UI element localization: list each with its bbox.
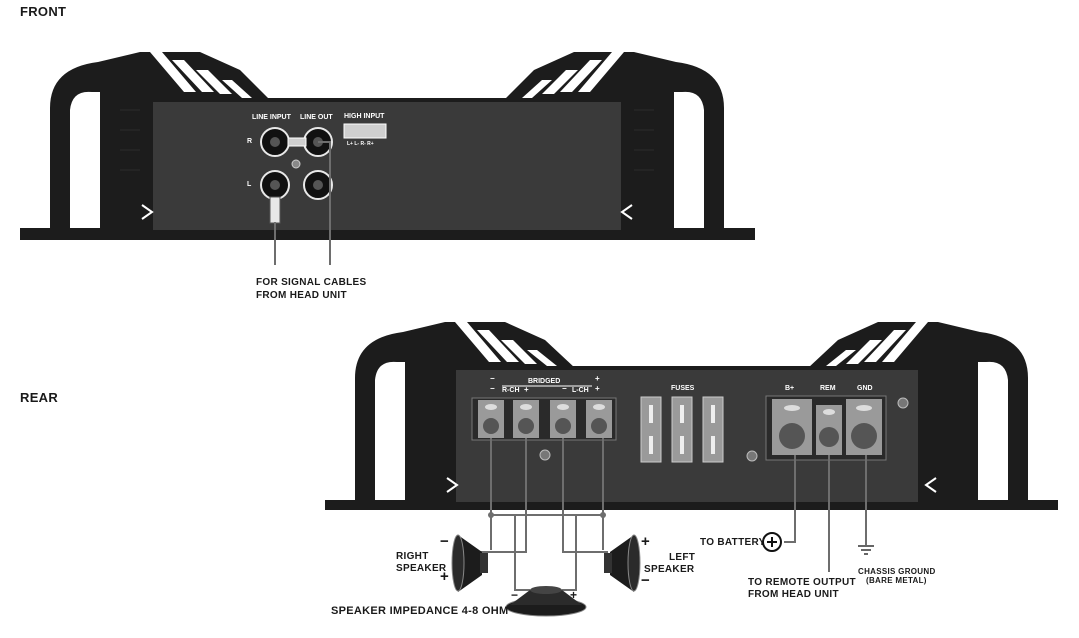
ground-symbol [858,545,874,555]
front-panel [153,102,621,230]
left-speaker-label-2: SPEAKER [644,564,695,575]
front-section-label: FRONT [20,4,67,19]
remote-output-line1: TO REMOTE OUTPUT [748,577,856,588]
remote-output-line2: FROM HEAD UNIT [748,589,839,600]
high-input-pins: L+ L- R- R+ [347,141,374,147]
right-speaker-label-1: RIGHT [396,551,429,562]
chassis-ground-line2: (BARE METAL) [866,576,927,585]
bridged-label: BRIDGED [528,378,561,385]
to-battery-label: TO BATTERY [700,537,766,548]
signal-cable-2 [318,141,331,265]
rch-label: R-CH [502,387,520,394]
rear-plus-2: + [524,385,529,394]
high-input-connector [343,123,387,139]
bridged-speaker-minus: − [511,588,519,602]
rca-line-out-l [303,170,333,200]
bridged-speaker-plus: + [570,588,578,602]
high-input-label: HIGH INPUT [344,113,385,120]
rear-minus-3: − [562,384,567,393]
left-speaker-plus: + [641,533,651,550]
battery-plus-icon [762,532,782,552]
signal-cables-line2: FROM HEAD UNIT [256,290,347,301]
line-out-label: LINE OUT [300,114,333,121]
lch-label: L-CH [572,387,589,394]
power-wiring [784,455,867,572]
speaker-terminal-lch-plus [586,400,612,438]
front-amplifier [20,52,755,265]
front-r-label: R [247,138,253,145]
left-speaker [604,534,641,592]
power-terminal-bplus [772,399,812,455]
rear-plus-3: + [595,384,600,393]
speaker-terminal-rch-minus [478,400,504,438]
chassis-ground-line1: CHASSIS GROUND [858,567,936,576]
right-speaker-minus: − [440,533,450,550]
rem-label: REM [820,385,836,392]
right-speaker-label-2: SPEAKER [396,563,447,574]
right-speaker-plus: + [440,568,450,585]
rear-minus-2: − [490,384,495,393]
bridged-speaker [505,586,587,617]
rear-section-label: REAR [20,390,59,405]
speaker-wiring [480,438,608,591]
rca-line-input-r [260,127,290,157]
signal-cables-line1: FOR SIGNAL CABLES [256,277,367,288]
power-terminal-rem [816,405,842,455]
left-speaker-minus: − [641,572,651,589]
rear-plus-1: + [595,374,600,383]
speaker-impedance-note: SPEAKER IMPEDANCE 4-8 OHM [331,605,509,617]
left-speaker-label-1: LEFT [669,552,696,563]
bplus-label: B+ [785,385,795,392]
front-l-label: L [247,181,252,188]
rear-amplifier [325,322,1058,510]
line-input-label: LINE INPUT [252,114,291,121]
fuse-1 [640,396,662,463]
rca-line-input-l [260,170,290,200]
power-terminal-gnd [846,399,882,455]
speaker-terminal-rch-plus [513,400,539,438]
fuse-2 [671,396,693,463]
right-speaker [451,534,488,592]
fuse-3 [702,396,724,463]
speaker-terminal-lch-minus [550,400,576,438]
gnd-label: GND [857,385,873,392]
fuses-label: FUSES [671,385,695,392]
rear-minus-1: − [490,374,495,383]
